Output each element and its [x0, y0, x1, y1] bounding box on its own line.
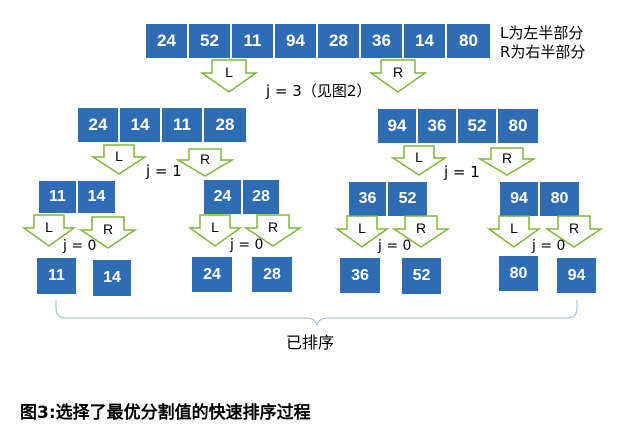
right-arrow-icon: R: [391, 215, 451, 248]
arrow-label: R: [502, 150, 512, 166]
array-cell: 14: [404, 24, 447, 58]
right-arrow-icon: R: [78, 216, 138, 249]
arrow-label: R: [416, 220, 426, 236]
arrow-label: L: [415, 149, 423, 165]
leaf-cell: 36: [340, 258, 380, 293]
array-cell: 80: [540, 182, 579, 216]
j-label-level2-d: j = 0: [532, 238, 566, 254]
arrow-label: L: [115, 148, 123, 164]
leaf-cell: 28: [252, 257, 292, 292]
array-cell: 24: [146, 24, 189, 58]
j-label-level1-right: j = 1: [444, 163, 480, 181]
leaf-cell: 80: [499, 256, 538, 291]
root-array: 24 52 11 94 28 36 14 80: [146, 24, 490, 58]
j-label-level2-b: j = 0: [230, 237, 264, 253]
subarray-b: 24 28: [204, 180, 279, 214]
array-cell: 52: [189, 24, 232, 58]
right-arrow-icon: R: [175, 148, 235, 177]
array-cell: 14: [120, 108, 162, 142]
left-arrow-icon: L: [199, 59, 259, 93]
subarray-a: 11 14: [39, 181, 115, 213]
right-arrow-icon: R: [477, 147, 537, 176]
array-cell: 94: [378, 109, 418, 143]
array-cell: 28: [204, 108, 246, 142]
subarray-d: 94 80: [500, 182, 579, 216]
arrow-label: L: [45, 219, 53, 235]
j-label-level2-a: j = 0: [63, 238, 97, 254]
array-cell: 28: [318, 24, 361, 58]
array-cell: 80: [447, 24, 490, 58]
leaf-cell: 11: [37, 258, 76, 294]
leaf-cell: 94: [557, 258, 596, 293]
array-cell: 36: [418, 109, 458, 143]
leaf-cell: 52: [402, 258, 441, 294]
left-arrow-icon: L: [21, 214, 77, 247]
right-arrow-icon: R: [368, 59, 428, 93]
array-cell: 52: [458, 109, 498, 143]
legend-left-text: L为左半部分: [500, 24, 584, 42]
array-cell: 94: [500, 182, 540, 216]
right-arrow-icon: R: [243, 214, 303, 247]
j-label-level1-left: j = 1: [146, 162, 182, 180]
right-subarray: 94 36 52 80: [378, 109, 538, 143]
array-cell: 24: [204, 180, 243, 214]
left-arrow-icon: L: [187, 214, 243, 247]
arrow-label: R: [200, 151, 210, 167]
subarray-c: 36 52: [349, 182, 427, 216]
figure-caption: 图3:选择了最优分割值的快速排序过程: [20, 403, 311, 423]
left-arrow-icon: L: [334, 215, 390, 248]
array-cell: 24: [78, 108, 120, 142]
leaf-cell: 14: [93, 260, 131, 296]
array-cell: 11: [232, 24, 275, 58]
array-cell: 52: [388, 182, 427, 216]
left-arrow-icon: L: [486, 215, 542, 248]
arrow-label: L: [211, 219, 219, 235]
array-cell: 36: [361, 24, 404, 58]
leaf-cell: 24: [192, 257, 232, 292]
array-cell: 36: [349, 182, 388, 216]
left-arrow-icon: L: [90, 144, 148, 175]
arrow-label: L: [358, 220, 366, 236]
j-label-level2-c: j = 0: [378, 238, 412, 254]
arrow-label: R: [103, 221, 113, 237]
left-arrow-icon: L: [390, 145, 448, 176]
right-arrow-icon: R: [544, 215, 604, 248]
arrow-label: L: [225, 64, 233, 80]
arrow-label: L: [510, 220, 518, 236]
legend-right-text: R为右半部分: [500, 43, 586, 61]
array-cell: 94: [275, 24, 318, 58]
array-cell: 14: [78, 181, 115, 213]
array-cell: 11: [39, 181, 78, 213]
arrow-label: R: [569, 220, 579, 236]
array-cell: 28: [243, 180, 279, 214]
sorted-label: 已排序: [286, 333, 335, 352]
arrow-label: R: [268, 219, 278, 235]
j-label-level0: j = 3（见图2）: [266, 82, 372, 100]
arrow-label: R: [393, 64, 403, 80]
array-cell: 11: [162, 108, 204, 142]
array-cell: 80: [498, 109, 538, 143]
left-subarray: 24 14 11 28: [78, 108, 246, 142]
